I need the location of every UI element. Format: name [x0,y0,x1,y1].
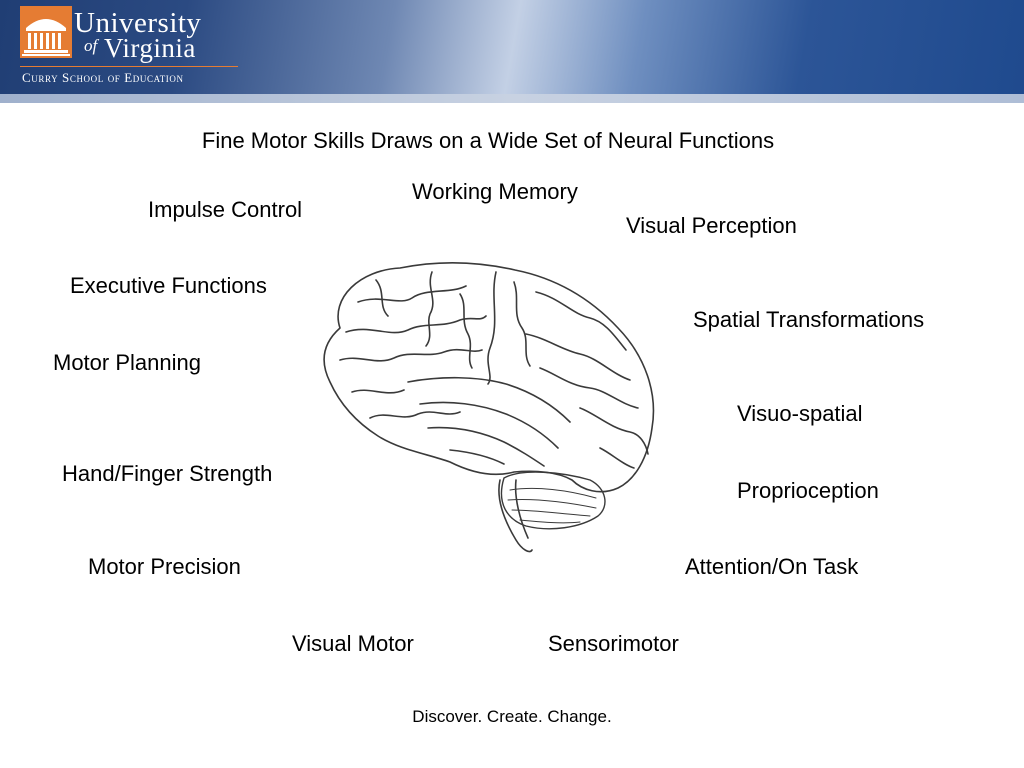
brain-illustration [323,262,655,553]
label-executive-functions: Executive Functions [70,273,267,298]
label-visuo-spatial: Visuo-spatial [737,401,863,426]
logo-virginia-text: Virginia [104,33,196,63]
header-band [0,94,1024,103]
label-impulse-control: Impulse Control [148,197,303,222]
label-motor-precision: Motor Precision [88,554,241,579]
label-sensorimotor: Sensorimotor [548,631,679,656]
label-hand-finger-strength: Hand/Finger Strength [62,461,273,486]
label-working-memory: Working Memory [412,179,578,204]
label-visual-motor: Visual Motor [292,631,414,656]
label-attention-on-task: Attention/On Task [685,554,859,579]
logo-of-text: of [84,36,98,55]
university-logo: University of Virginia Curry School of E… [20,6,250,88]
label-spatial-transformations: Spatial Transformations [693,307,925,332]
logo-divider [20,66,238,67]
header-banner: University of Virginia Curry School of E… [0,0,1024,103]
slide-title: Fine Motor Skills Draws on a Wide Set of… [201,128,775,153]
logo-university-text: University [74,7,202,39]
label-proprioception: Proprioception [737,478,879,503]
logo-school-text: Curry School of Education [22,70,184,85]
label-visual-perception: Visual Perception [626,213,797,238]
rotunda-icon [20,6,72,58]
footer-tagline: Discover. Create. Change. [412,707,612,726]
label-motor-planning: Motor Planning [53,350,201,375]
